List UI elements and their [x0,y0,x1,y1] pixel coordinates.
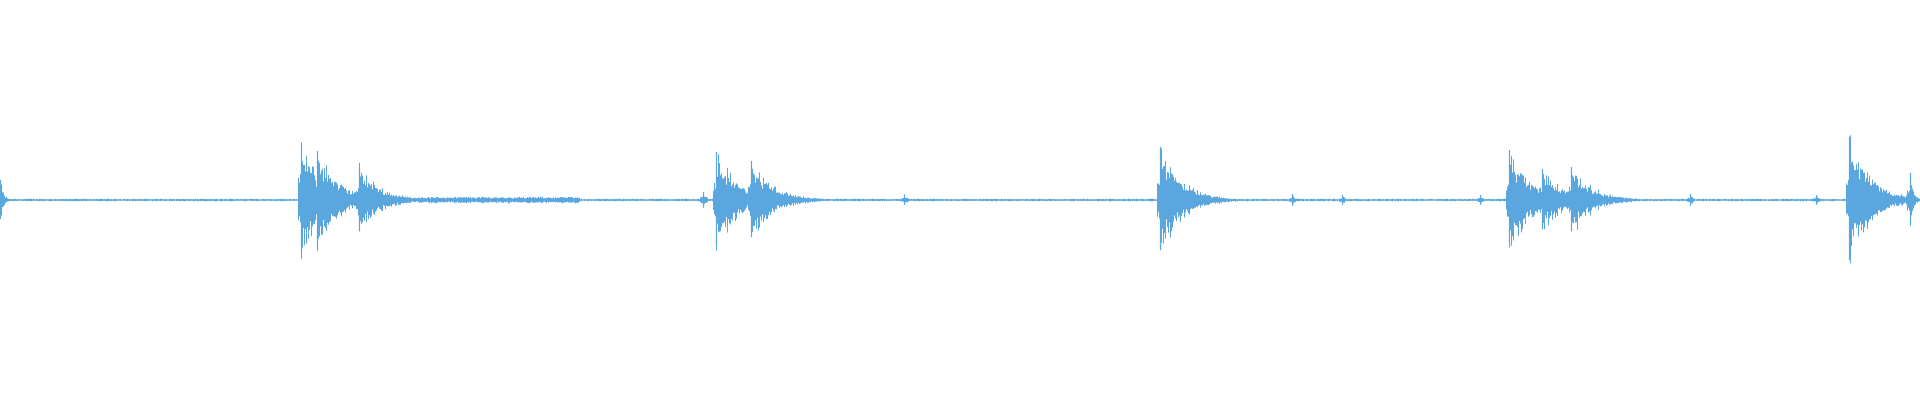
waveform-path [0,135,1920,264]
